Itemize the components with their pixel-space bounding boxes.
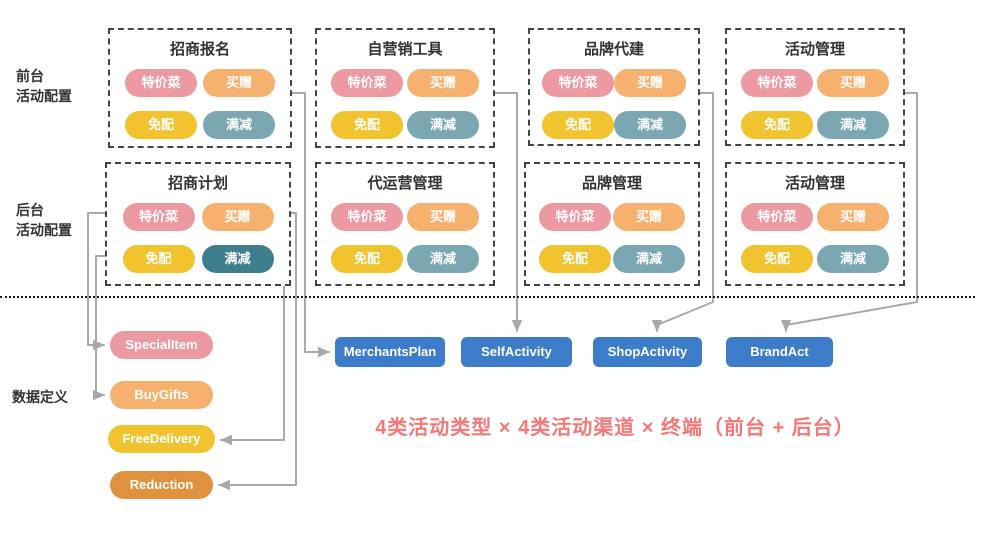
data-item-free-delivery: FreeDelivery bbox=[108, 425, 215, 453]
full-reduction-pill: 满减 bbox=[817, 111, 889, 139]
full-reduction-pill: 满减 bbox=[613, 245, 685, 273]
group-box-title: 活动管理 bbox=[784, 41, 845, 58]
full-reduction-pill: 满减 bbox=[614, 111, 686, 139]
buy-gift-pill: 买赠 bbox=[613, 203, 685, 231]
free-delivery-pill: 免配 bbox=[331, 111, 403, 139]
special-price-pill: 特价菜 bbox=[125, 69, 197, 97]
buy-gift-pill: 买赠 bbox=[817, 203, 889, 231]
group-box-self-marketing-tools: 自营销工具 特价菜 买赠 免配 满减 bbox=[315, 28, 495, 148]
special-price-pill: 特价菜 bbox=[542, 69, 614, 97]
full-reduction-pill: 满减 bbox=[201, 245, 274, 273]
pill-grid: 特价菜 买赠 免配 满减 bbox=[727, 69, 903, 139]
side-label-data-definition: 数据定义 bbox=[12, 389, 68, 405]
side-label-frontend-config: 前台 活动配置 bbox=[16, 66, 72, 107]
group-box-title: 自营销工具 bbox=[367, 41, 443, 58]
full-reduction-pill: 满减 bbox=[203, 111, 275, 139]
special-price-pill: 特价菜 bbox=[122, 203, 195, 231]
special-price-pill: 特价菜 bbox=[741, 203, 813, 231]
channel-self-activity: SelfActivity bbox=[461, 337, 572, 367]
pill-grid: 特价菜 买赠 免配 满减 bbox=[317, 203, 493, 273]
side-label-backend-config: 后台 活动配置 bbox=[16, 200, 72, 241]
pill-grid: 特价菜 买赠 免配 满减 bbox=[317, 69, 493, 139]
buy-gift-pill: 买赠 bbox=[201, 203, 274, 231]
group-box-brand-management: 品牌管理 特价菜 买赠 免配 满减 bbox=[524, 162, 700, 286]
group-box-agent-operation: 代运营管理 特价菜 买赠 免配 满减 bbox=[315, 162, 495, 286]
buy-gift-pill: 买赠 bbox=[817, 69, 889, 97]
group-box-title: 品牌管理 bbox=[581, 175, 642, 192]
full-reduction-pill: 满减 bbox=[407, 245, 479, 273]
pill-grid: 特价菜 买赠 免配 满减 bbox=[110, 69, 290, 139]
special-price-pill: 特价菜 bbox=[331, 203, 403, 231]
data-item-special-item: SpecialItem bbox=[110, 331, 213, 359]
channel-merchants-plan: MerchantsPlan bbox=[335, 337, 445, 367]
free-delivery-pill: 免配 bbox=[331, 245, 403, 273]
pill-grid: 特价菜 买赠 免配 满减 bbox=[727, 203, 903, 273]
free-delivery-pill: 免配 bbox=[122, 245, 195, 273]
group-box-brand-build: 品牌代建 特价菜 买赠 免配 满减 bbox=[528, 28, 700, 146]
special-price-pill: 特价菜 bbox=[741, 69, 813, 97]
buy-gift-pill: 买赠 bbox=[407, 203, 479, 231]
side-label-line: 前台 bbox=[16, 68, 44, 84]
group-box-title: 活动管理 bbox=[784, 175, 845, 192]
group-box-title: 招商报名 bbox=[169, 41, 230, 58]
data-item-buy-gifts: BuyGifts bbox=[110, 381, 213, 409]
group-box-merchant-signup: 招商报名 特价菜 买赠 免配 满减 bbox=[108, 28, 292, 148]
channel-shop-activity: ShopActivity bbox=[593, 337, 702, 367]
group-box-title: 代运营管理 bbox=[367, 175, 443, 192]
buy-gift-pill: 买赠 bbox=[407, 69, 479, 97]
free-delivery-pill: 免配 bbox=[542, 111, 614, 139]
side-label-line: 活动配置 bbox=[16, 222, 72, 239]
full-reduction-pill: 满减 bbox=[817, 245, 889, 273]
free-delivery-pill: 免配 bbox=[125, 111, 197, 139]
group-box-title: 招商计划 bbox=[167, 175, 228, 192]
channel-brand-act: BrandAct bbox=[726, 337, 833, 367]
free-delivery-pill: 免配 bbox=[741, 245, 813, 273]
formula-text: 4类活动类型 × 4类活动渠道 × 终端（前台 + 后台） bbox=[375, 417, 855, 439]
group-box-title: 品牌代建 bbox=[583, 41, 644, 58]
data-item-reduction: Reduction bbox=[110, 471, 213, 499]
buy-gift-pill: 买赠 bbox=[203, 69, 275, 97]
buy-gift-pill: 买赠 bbox=[614, 69, 686, 97]
group-box-activity-management-back: 活动管理 特价菜 买赠 免配 满减 bbox=[725, 162, 905, 286]
pill-grid: 特价菜 买赠 免配 满减 bbox=[107, 203, 289, 273]
side-label-line: 活动配置 bbox=[16, 88, 72, 105]
side-label-line: 后台 bbox=[16, 202, 44, 218]
free-delivery-pill: 免配 bbox=[741, 111, 813, 139]
pill-grid: 特价菜 买赠 免配 满减 bbox=[526, 203, 698, 273]
special-price-pill: 特价菜 bbox=[331, 69, 403, 97]
full-reduction-pill: 满减 bbox=[407, 111, 479, 139]
group-box-activity-management-front: 活动管理 特价菜 买赠 免配 满减 bbox=[725, 28, 905, 146]
free-delivery-pill: 免配 bbox=[539, 245, 611, 273]
group-box-merchant-plan: 招商计划 特价菜 买赠 免配 满减 bbox=[105, 162, 291, 286]
pill-grid: 特价菜 买赠 免配 满减 bbox=[530, 69, 698, 139]
section-separator bbox=[0, 296, 975, 298]
special-price-pill: 特价菜 bbox=[539, 203, 611, 231]
